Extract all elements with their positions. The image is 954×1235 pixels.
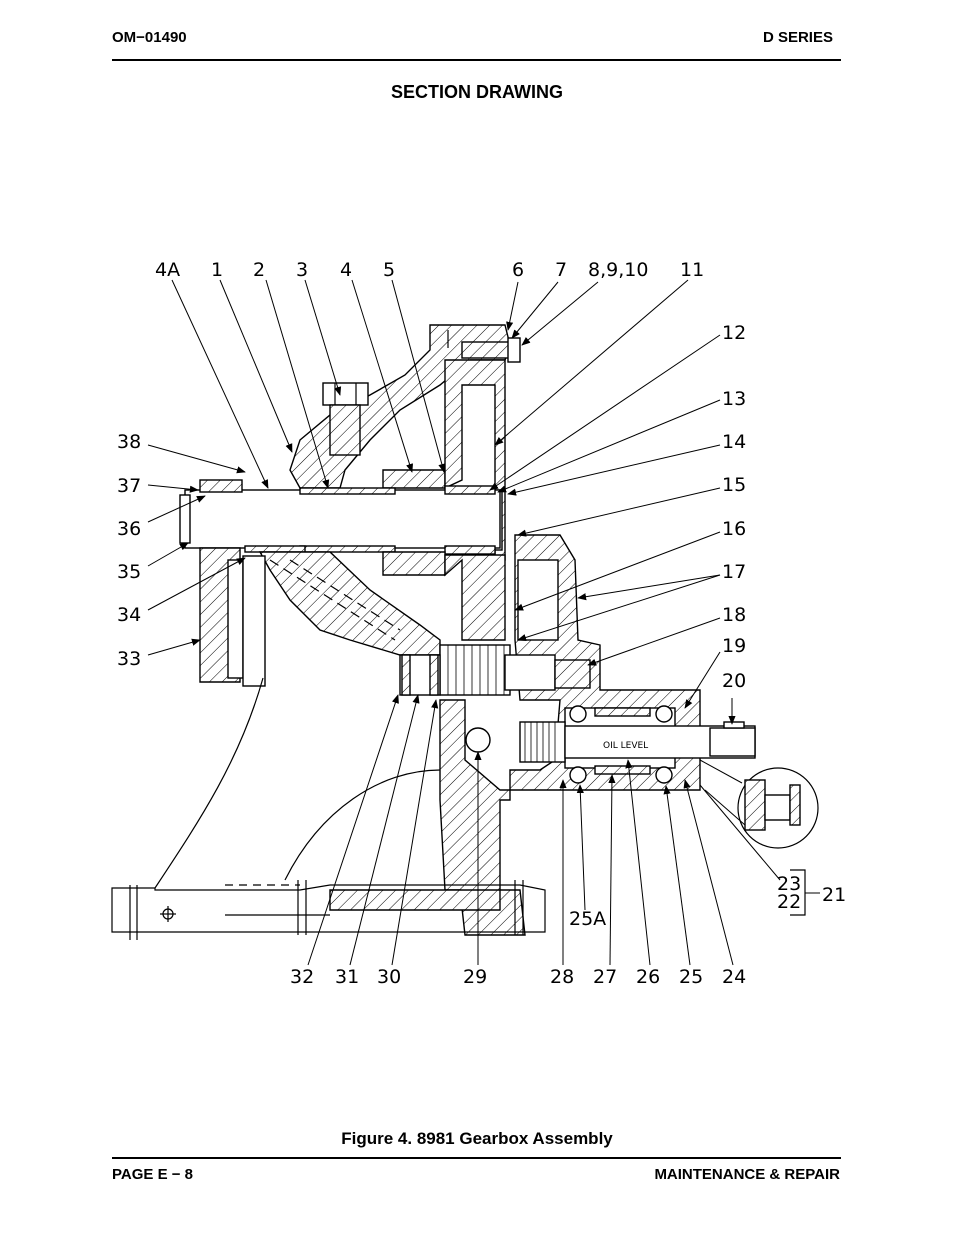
base-and-column — [111, 559, 546, 940]
callout-30: 30 — [377, 966, 401, 988]
callout-20: 20 — [722, 670, 746, 692]
callout-21: 21 — [822, 884, 846, 906]
input-shaft — [179, 479, 501, 555]
series-label: D SERIES — [762, 29, 833, 46]
callout-14: 14 — [722, 431, 746, 453]
callout-37: 37 — [117, 475, 141, 497]
callout-4: 4 — [340, 259, 352, 281]
callout-29: 29 — [463, 966, 487, 988]
callout-3: 3 — [296, 259, 308, 281]
callout-5: 5 — [383, 259, 395, 281]
callout-25a: 25A — [569, 908, 606, 930]
callout-31: 31 — [335, 966, 359, 988]
callout-19: 19 — [722, 635, 746, 657]
callout-15: 15 — [722, 474, 746, 496]
intermediate-gear — [399, 644, 591, 696]
callout-11: 11 — [680, 259, 704, 281]
callout-23: 23 — [777, 873, 801, 895]
section-title: SECTION DRAWING — [390, 82, 563, 102]
callout-28: 28 — [550, 966, 574, 988]
callout-7: 7 — [555, 259, 567, 281]
callout-38: 38 — [117, 431, 141, 453]
header-rule — [112, 59, 841, 61]
callout-24: 24 — [722, 966, 746, 988]
seal-detail — [699, 759, 820, 916]
callout-33: 33 — [117, 648, 141, 670]
housing-lower-left — [258, 551, 506, 656]
cap-screw — [447, 330, 521, 363]
document-number: OM−01490 — [112, 29, 187, 46]
callout-26: 26 — [636, 966, 660, 988]
callout-16: 16 — [722, 518, 746, 540]
callout-32: 32 — [290, 966, 314, 988]
callout-22: 22 — [777, 891, 801, 913]
figure-caption: Figure 4. 8981 Gearbox Assembly — [341, 1129, 613, 1148]
callout-8-9-10: 8,9,10 — [588, 259, 648, 281]
callout-2: 2 — [253, 259, 265, 281]
callout-13: 13 — [722, 388, 746, 410]
callout-35: 35 — [117, 561, 141, 583]
callout-4a: 4A — [155, 259, 180, 281]
callout-17: 17 — [722, 561, 746, 583]
callout-labels: 4A 1 2 3 4 5 6 7 8,9,10 11 12 13 14 15 1… — [117, 259, 846, 988]
page-number: PAGE E − 8 — [112, 1166, 194, 1183]
callout-25: 25 — [679, 966, 703, 988]
callout-6: 6 — [512, 259, 524, 281]
oil-level-label: OIL LEVEL — [603, 741, 648, 751]
footer-rule — [112, 1157, 841, 1159]
output-shaft: OIL LEVEL — [519, 705, 756, 784]
callout-27: 27 — [593, 966, 617, 988]
adapter-flange — [199, 547, 266, 687]
section-name: MAINTENANCE & REPAIR — [654, 1166, 840, 1183]
callout-1: 1 — [211, 259, 223, 281]
callout-18: 18 — [722, 604, 746, 626]
leader-lines — [147, 279, 781, 966]
callout-12: 12 — [722, 322, 746, 344]
callout-34: 34 — [117, 604, 141, 626]
callout-36: 36 — [117, 518, 141, 540]
